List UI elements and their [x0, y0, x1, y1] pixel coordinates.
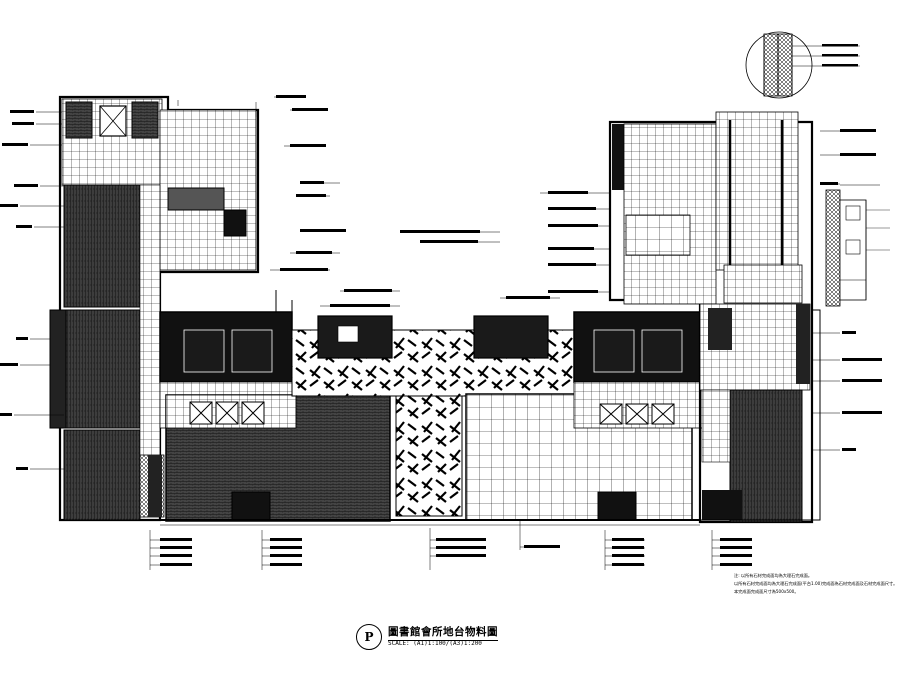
- section-detail-right: [825, 184, 890, 307]
- drawing-scale: SCALE: (A1)1:100/(A3)1:200: [388, 640, 482, 647]
- right-wing: [608, 111, 821, 524]
- note-line: 以所有石材完成面均為大理石完成面(平台1.00)完成面為石材完成面及石材完成面尺…: [734, 581, 898, 586]
- drawing-notes: 注: 以所有石材完成面均為大理石完成面。 以所有石材完成面均為大理石完成面(平台…: [734, 572, 898, 596]
- note-line: 本完成面完成面尺寸為500x500。: [734, 589, 799, 594]
- left-wing: [49, 95, 260, 522]
- central-block: [159, 290, 705, 526]
- note-line: 注: 以所有石材完成面均為大理石完成面。: [734, 573, 813, 578]
- leader-text-marks: [0, 44, 882, 566]
- drawing-tag: P: [356, 624, 382, 650]
- drawing-title: 圖書館會所地台物料圖: [388, 624, 498, 641]
- leader-labels-bottom: [149, 520, 750, 570]
- drawing-title-block: P 圖書館會所地台物料圖 SCALE: (A1)1:100/(A3)1:200: [356, 624, 556, 654]
